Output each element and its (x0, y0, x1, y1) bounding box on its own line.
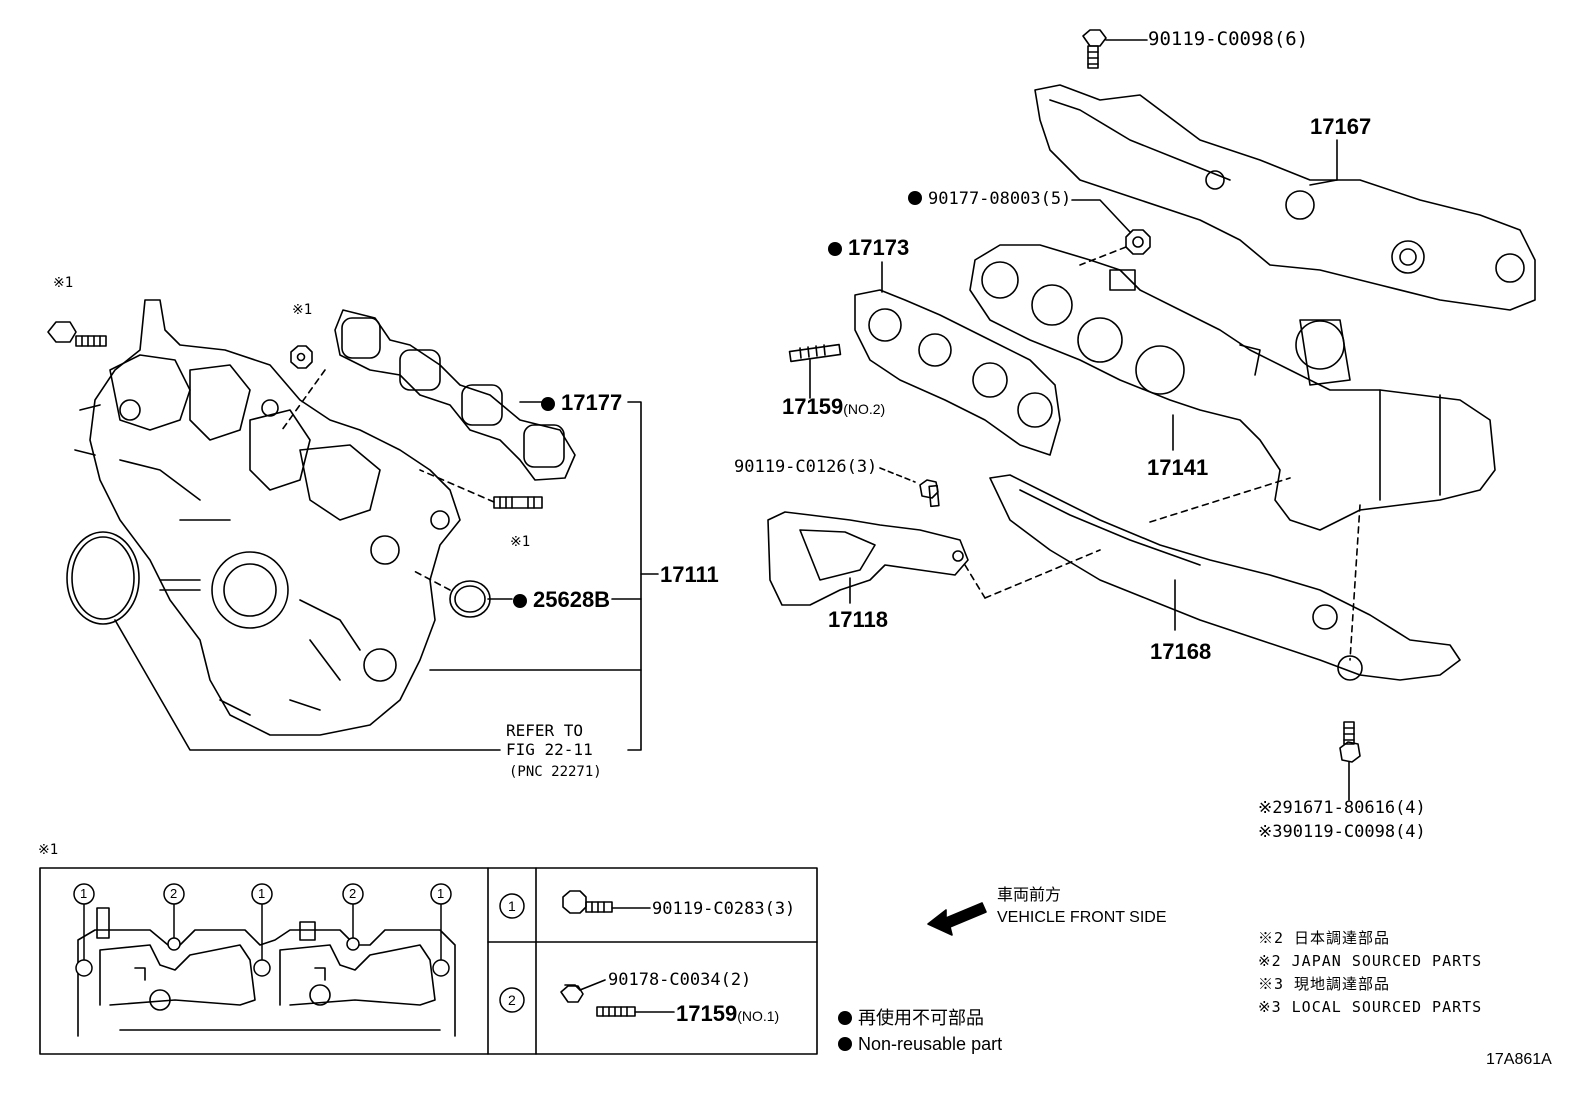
part-17177: 17177 (541, 392, 622, 414)
non-reusable-en: Non-reusable part (838, 1035, 1002, 1053)
front-arrow-icon (927, 902, 987, 936)
gasket-marker: 1 (258, 886, 266, 901)
non-reusable-dot-icon (828, 242, 842, 256)
non-reusable-dot-icon (541, 397, 555, 411)
gasket-marker: 2 (170, 886, 178, 901)
exhaust-gasket-drawing (854, 289, 1061, 456)
o-ring-drawing (66, 531, 140, 625)
intake-gasket-drawing (334, 309, 576, 481)
part-17141: 17141 (1147, 455, 1209, 480)
sourced-note-2: ※2 JAPAN SOURCED PARTS (1258, 952, 1483, 970)
figure-id: 17A861A (1486, 1051, 1552, 1068)
part-25628B: 25628B (513, 589, 610, 611)
gasket-marker: 1 (437, 886, 445, 901)
part-17168: 17168 (1150, 639, 1212, 664)
intake-manifold-drawing (74, 299, 461, 736)
part-17167: 17167 (1310, 114, 1372, 139)
row1-circle: 1 (508, 898, 516, 914)
bolt-drawing (47, 321, 107, 347)
detail-gasket-drawing (77, 907, 456, 1037)
part-17111: 17111 (660, 562, 719, 587)
bracket-drawing (767, 511, 969, 606)
part-91671-80616-4: ※291671-80616(4) (1258, 798, 1426, 818)
sourced-note-4: ※3 LOCAL SOURCED PARTS (1258, 998, 1483, 1016)
sourced-note-1: ※2 日本調達部品 (1258, 929, 1391, 947)
part-90119-C0098-4: ※390119-C0098(4) (1258, 822, 1426, 842)
sourced-note-3: ※3 現地調達部品 (1258, 975, 1391, 993)
front-side-jp: 車両前方 (997, 887, 1062, 904)
gasket-marker: 2 (349, 886, 357, 901)
part-90177-08003-5: 90177-08003(5) (908, 191, 1071, 208)
lower-heat-insulator-drawing (989, 474, 1461, 681)
non-reusable-dot-icon (838, 1011, 852, 1025)
note-marker-1: ※1 (292, 302, 313, 318)
exhaust-manifold-drawing (969, 244, 1496, 531)
detail-part-17159-no1: 17159(NO.1) (676, 1001, 780, 1026)
row2-circle: 2 (508, 992, 516, 1008)
part-90119-C0098-6: 90119-C0098(6) (1148, 28, 1309, 50)
non-reusable-dot-icon (838, 1037, 852, 1051)
non-reusable-dot-icon (513, 594, 527, 608)
non-reusable-dot-icon (908, 191, 922, 205)
detail-box-frame (39, 867, 818, 1055)
note-marker-1: ※1 (510, 534, 531, 550)
gasket-marker: 1 (80, 886, 88, 901)
refer-to-line1: REFER TO (506, 721, 584, 740)
part-17118: 17118 (828, 607, 888, 632)
detail-part-90119-C0283: 90119-C0283(3) (652, 899, 796, 919)
refer-to-line3: (PNC 22271) (509, 764, 602, 780)
part-17159-no2: 17159(NO.2) (782, 394, 886, 419)
non-reusable-jp: 再使用不可部品 (838, 1009, 984, 1027)
note-marker-1: ※1 (53, 275, 74, 291)
part-17173: 17173 (828, 237, 909, 259)
refer-to-line2: FIG 22-11 (506, 740, 593, 759)
front-side-en: VEHICLE FRONT SIDE (997, 909, 1167, 926)
detail-part-90178-C0034: 90178-C0034(2) (608, 970, 752, 990)
part-90119-C0126-3: 90119-C0126(3) (734, 457, 878, 477)
detail-marker: ※1 (38, 842, 59, 858)
upper-heat-insulator-drawing (1034, 84, 1536, 311)
